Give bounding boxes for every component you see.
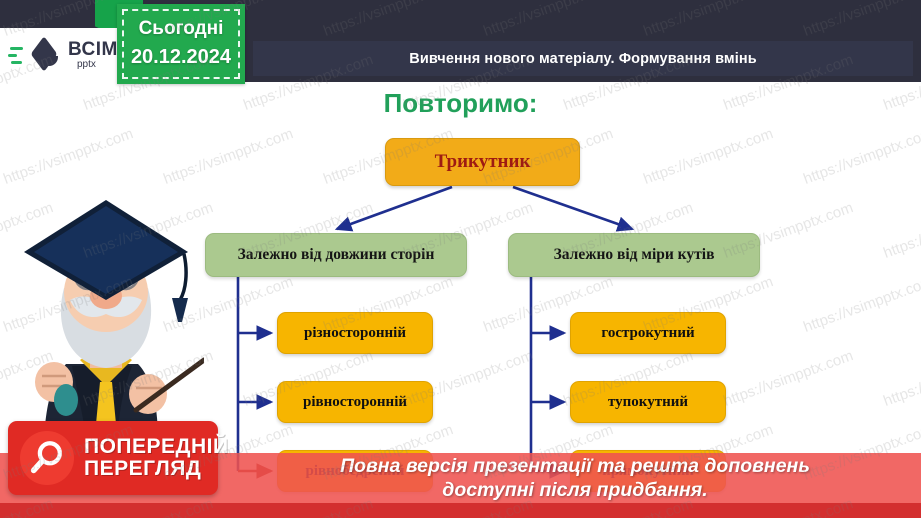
diagram-node-acute: гострокутний (570, 312, 726, 354)
diagram-node-equilateral: рівносторонній (277, 381, 433, 423)
date-card-dashed-border (122, 9, 240, 79)
date-card-value: 20.12.2024 (130, 46, 232, 68)
diagram-node-root-label: Трикутник (434, 151, 531, 172)
preview-badge[interactable]: ПОПЕРЕДНІЙ ПЕРЕГЛЯД (8, 421, 228, 495)
preview-badge-text: ПОПЕРЕДНІЙ ПЕРЕГЛЯД (84, 434, 229, 480)
diagram-node-scalene: різносторонній (277, 312, 433, 354)
professor-character-illustration (24, 200, 204, 442)
diagram-node-root: Трикутник (385, 138, 580, 186)
diagram-node-equilateral-label: рівносторонній (302, 393, 408, 410)
preview-badge-line1: ПОПЕРЕДНІЙ (84, 434, 229, 458)
preview-overlay-line2: доступні після придбання. (442, 478, 708, 501)
brand-logo-text: ВСІМ pptx (68, 40, 118, 70)
date-card: Сьогодні 20.12.2024 (117, 4, 245, 84)
preview-overlay-line1: Повна версія презентації та решта доповн… (340, 455, 810, 477)
graduation-cap-icon (30, 36, 63, 72)
speed-lines-icon (8, 42, 28, 68)
diagram-node-obtuse: тупокутний (570, 381, 726, 423)
brand-logo[interactable]: ВСІМ pptx (8, 32, 120, 78)
bottom-accent-strip (0, 503, 921, 518)
diagram-node-scalene-label: різносторонній (304, 324, 406, 341)
diagram-node-acute-label: гострокутний (601, 324, 695, 341)
page-title: Повторимо: (383, 88, 538, 118)
diagram-node-obtuse-label: тупокутний (607, 393, 689, 410)
section-header-title: Вивчення нового матеріалу. Формування вм… (409, 50, 757, 67)
diagram-node-branch-sides: Залежно від довжини сторін (205, 233, 467, 277)
diagram-node-branch-angles-label: Залежно від міри кутів (553, 246, 715, 263)
brand-logo-sub: pptx (77, 59, 96, 70)
diagram-node-branch-sides-label: Залежно від довжини сторін (237, 246, 435, 263)
preview-overlay-text: Повна версія презентації та решта доповн… (255, 455, 895, 503)
magnifier-icon (20, 431, 74, 485)
section-header-bar: Вивчення нового матеріалу. Формування вм… (253, 41, 913, 76)
logo-plate (0, 28, 121, 82)
diagram-node-branch-angles: Залежно від міри кутів (508, 233, 760, 277)
preview-badge-line2: ПЕРЕГЛЯД (84, 457, 202, 480)
date-card-label: Сьогодні (138, 18, 224, 39)
brand-logo-main: ВСІМ (68, 39, 118, 60)
